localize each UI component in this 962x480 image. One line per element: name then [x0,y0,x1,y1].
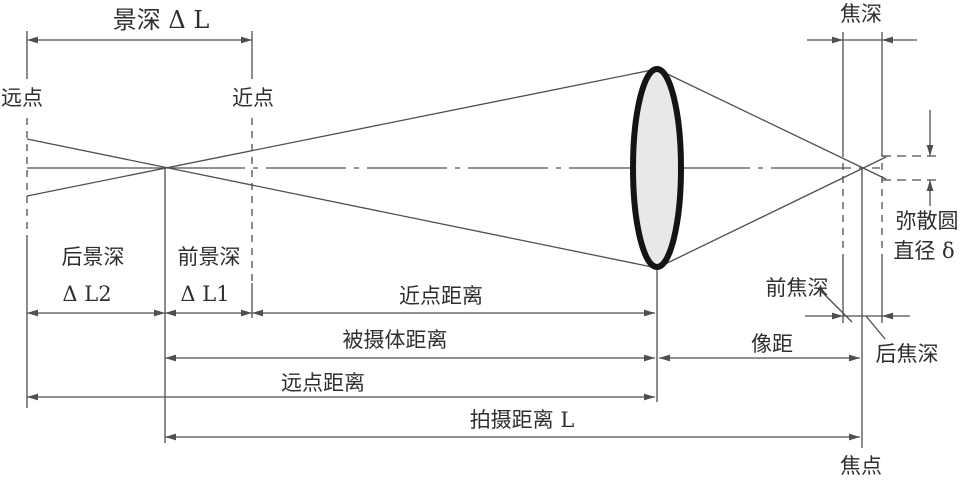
front-dof-var-label: Δ L1 [180,282,229,306]
lens [630,66,684,270]
far-point-distance-label: 远点距离 [281,371,365,395]
focal-depth-label: 焦深 [840,2,882,26]
shooting-distance-label: 拍摄距离 L [470,408,575,432]
ray-lens-top-to-focus [656,68,887,180]
dof-title-label: 景深 Δ L [113,6,210,34]
front-focal-depth-leader [817,287,853,323]
focal-point-label: 焦点 [840,454,882,478]
ray-lens-bottom-to-focus [656,156,887,269]
rear-focal-depth-leader [865,315,886,340]
rear-dof-label: 后景深 [62,245,125,269]
far-point-label: 远点 [1,86,43,110]
coc-label-line2: 直径 δ [893,239,954,263]
front-focal-depth-label: 前焦深 [766,276,829,300]
subject-distance-label: 被摄体距离 [343,328,448,352]
front-dof-label: 前景深 [178,245,241,269]
rear-focal-depth-label: 后焦深 [876,342,939,366]
ray-upper-left-to-lens-bottom [26,138,658,269]
ray-lower-left-to-lens-top [26,68,658,197]
near-point-distance-label: 近点距离 [399,284,483,308]
near-point-label: 近点 [232,86,274,110]
image-distance-label: 像距 [751,332,793,356]
coc-label-line1: 弥散圆 [896,209,959,233]
rear-dof-var-label: Δ L2 [62,282,111,306]
